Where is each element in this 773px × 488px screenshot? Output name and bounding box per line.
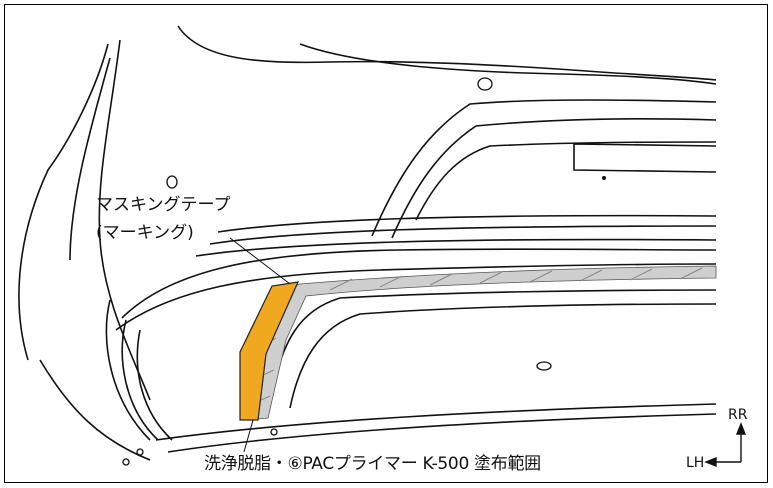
masking-tape xyxy=(239,281,299,421)
bumper-outline xyxy=(18,25,717,461)
direction-arrows xyxy=(704,422,747,468)
masking-tape-label: マスキングテープ xyxy=(96,195,231,215)
direction-rr-label: RR xyxy=(728,407,748,423)
dot-marker xyxy=(602,176,606,180)
diagram-frame xyxy=(4,4,768,483)
primer-range-label: 洗浄脱脂・⑥PACプライマー K-500 塗布範囲 xyxy=(204,454,541,474)
primer-area xyxy=(247,265,717,421)
leader-lines xyxy=(229,237,291,453)
bumper-holes xyxy=(122,77,552,466)
direction-lh-label: LH xyxy=(686,455,705,471)
marking-label: (マーキング) xyxy=(96,223,194,243)
